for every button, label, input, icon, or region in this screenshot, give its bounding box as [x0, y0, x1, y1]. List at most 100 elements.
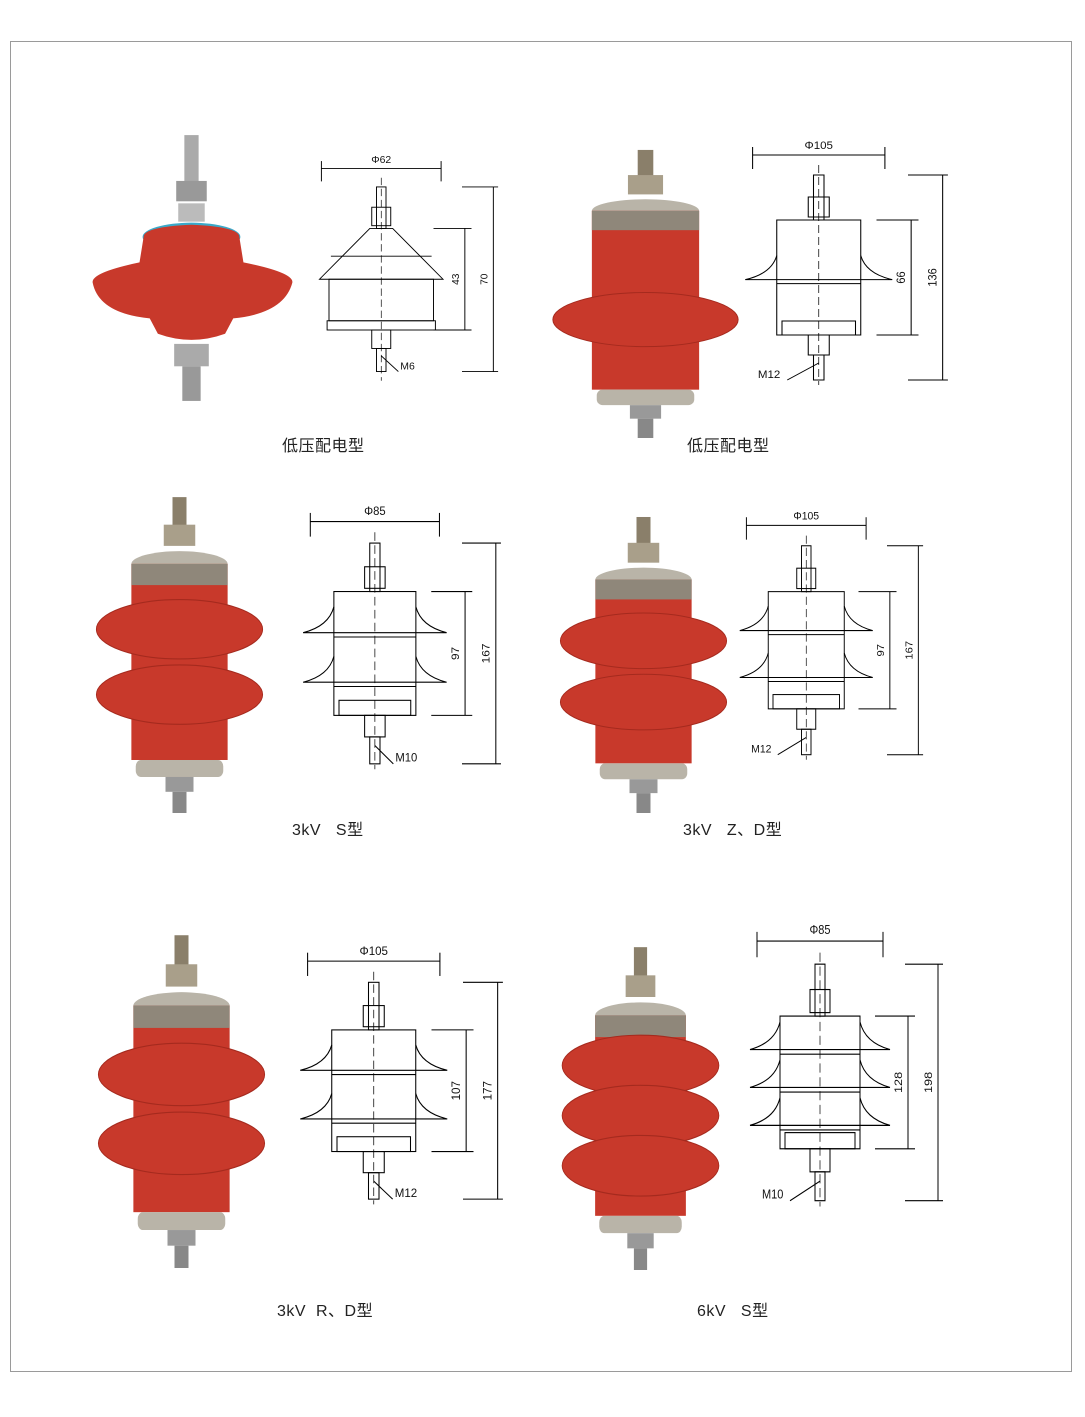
nut: [627, 542, 660, 563]
shed: [559, 673, 728, 731]
total-height-dimension: 70: [462, 186, 499, 372]
inner-height-label: 97: [875, 644, 887, 656]
thread-label: M10: [395, 752, 417, 764]
bottom-nut: [629, 405, 662, 419]
shed: [97, 1042, 266, 1107]
product-photo: [90, 130, 295, 405]
dimension-drawing: Φ85 128 198 M10: [745, 918, 945, 1218]
total-height-dimension: 167: [887, 545, 924, 756]
top-nut: [371, 206, 392, 227]
arrester-outline: [745, 219, 893, 336]
diameter-label: Φ105: [805, 140, 833, 152]
shed: [97, 1111, 266, 1176]
total-height-dimension: 177: [463, 981, 503, 1200]
metal-band: [595, 1015, 686, 1038]
dimension-drawing: Φ105 97 167 M12: [735, 505, 925, 770]
bottom-nut: [167, 1230, 196, 1246]
total-height-label: 167: [481, 644, 493, 664]
thread-callout: M10: [374, 745, 417, 765]
dimension-drawing: Φ62 43 70 M6: [310, 150, 500, 390]
inner-height-dimension: 107: [431, 1029, 474, 1153]
inner-height-label: 107: [451, 1081, 463, 1100]
bottom-stud: [814, 1171, 826, 1202]
nut: [178, 203, 205, 222]
inner-height-dimension: 43: [433, 228, 472, 331]
inner-height-label: 43: [451, 273, 462, 285]
product-caption: 低压配电型: [282, 438, 365, 455]
top-nut: [364, 566, 386, 589]
bolt: [182, 366, 201, 401]
metal-band: [595, 579, 692, 600]
inner-height-dimension: 97: [431, 591, 473, 716]
thread-callout: M12: [758, 362, 820, 381]
diameter-dimension: Φ105: [745, 510, 867, 540]
metal-band: [133, 1005, 230, 1028]
top-nut: [809, 988, 831, 1014]
nut: [165, 964, 198, 987]
product-photo: [556, 515, 731, 813]
product-caption: 3kV R、D型: [277, 1303, 374, 1320]
dimension-drawing: Φ105 107 177 M12: [295, 940, 505, 1215]
nut: [625, 975, 656, 997]
total-height-dimension: 198: [905, 963, 943, 1202]
metal-band: [591, 210, 700, 231]
nut: [163, 524, 196, 546]
total-height-label: 198: [922, 1071, 935, 1093]
diameter-dimension: Φ85: [309, 506, 440, 537]
bottom-nut: [627, 1233, 654, 1249]
product-caption: 6kV S型: [697, 1303, 769, 1320]
thread-label: M12: [395, 1188, 417, 1200]
product-photo: [92, 495, 267, 813]
top-nut: [807, 196, 830, 218]
bottom-stud: [812, 354, 825, 381]
arrester-body: [131, 563, 228, 760]
arrester-body: [595, 579, 692, 764]
inner-height-label: 128: [892, 1071, 905, 1093]
bottom-stud: [801, 728, 812, 756]
nut: [176, 180, 207, 202]
diameter-label: Φ62: [371, 155, 391, 166]
bottom-cap: [137, 1212, 226, 1231]
bottom-cap: [135, 760, 224, 777]
diameter-label: Φ105: [793, 510, 819, 522]
inner-height-dimension: 97: [858, 591, 897, 710]
total-height-dimension: 167: [462, 542, 501, 765]
product-caption: 低压配电型: [687, 438, 770, 455]
thread-label: M6: [400, 362, 415, 373]
bottom-bolt: [636, 793, 651, 813]
total-height-label: 70: [480, 273, 491, 285]
thread-label: M10: [762, 1187, 784, 1202]
nut: [627, 175, 664, 195]
thread-callout: M10: [762, 1180, 821, 1202]
metal-band: [131, 563, 228, 586]
thread-callout: M12: [751, 736, 807, 756]
dimension-drawing: Φ105 66 136 M12: [740, 135, 950, 395]
inner-height-dimension: 66: [876, 219, 919, 336]
thread-callout: M6: [380, 355, 415, 373]
nut: [174, 343, 209, 367]
product-photo: [558, 945, 723, 1270]
bottom-bolt: [172, 791, 187, 813]
shed: [95, 599, 264, 660]
thread-callout: M12: [373, 1180, 417, 1200]
shed: [559, 612, 728, 670]
diameter-dimension: Φ105: [752, 140, 886, 169]
total-height-label: 177: [482, 1081, 494, 1100]
product-caption: 3kV S型: [292, 822, 364, 839]
diameter-label: Φ85: [810, 922, 831, 937]
diameter-dimension: Φ62: [320, 155, 442, 182]
diameter-dimension: Φ105: [307, 946, 441, 976]
bottom-nut: [629, 779, 658, 794]
product-caption: 3kV Z、D型: [683, 822, 783, 839]
bottom-cap: [596, 389, 695, 406]
total-height-label: 167: [904, 641, 916, 660]
thread-label: M12: [758, 369, 780, 381]
bottom-nut: [165, 776, 194, 792]
diameter-label: Φ85: [364, 506, 386, 518]
arrester-outline: [303, 591, 447, 716]
shed: [561, 1134, 720, 1197]
top-nut: [362, 1005, 385, 1028]
bottom-cap: [599, 1215, 682, 1234]
product-photo: [94, 933, 269, 1268]
